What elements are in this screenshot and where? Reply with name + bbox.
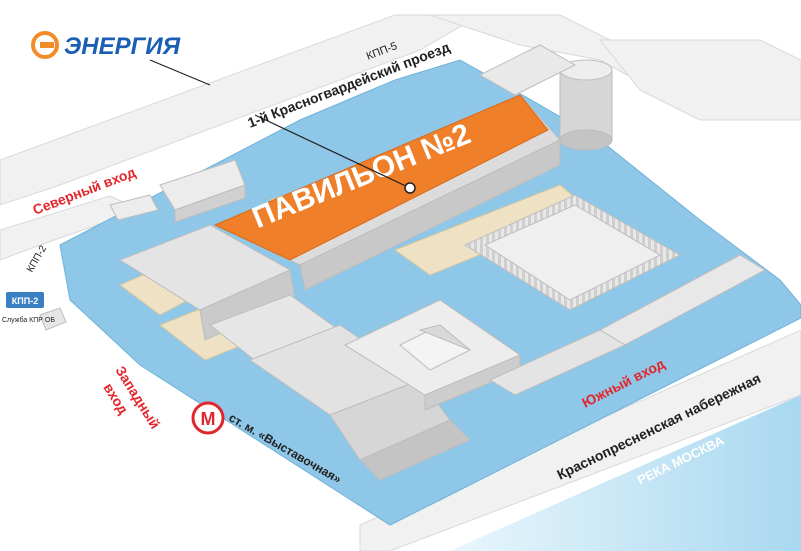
kpp2-badge <box>6 292 44 308</box>
north-road <box>0 14 482 206</box>
kpp2-badge-label: КПП-2 <box>12 296 38 306</box>
road-network <box>0 14 801 551</box>
embankment-road <box>359 329 801 551</box>
pavilion-2-area[interactable] <box>213 94 549 261</box>
metro-letter: М <box>201 409 216 429</box>
river <box>450 395 801 551</box>
logo-mark-icon <box>31 31 59 59</box>
pavilion-2-marker <box>404 182 416 194</box>
west-road <box>0 195 142 261</box>
callout-lines <box>149 59 411 189</box>
metro-icon <box>191 401 225 435</box>
logo-text: ЭНЕРГИЯ <box>64 33 181 60</box>
logo: ЭНЕРГИЯ <box>31 31 181 60</box>
service-label: Служба КПР ОБ <box>2 316 55 324</box>
south-loop-road <box>598 39 801 121</box>
